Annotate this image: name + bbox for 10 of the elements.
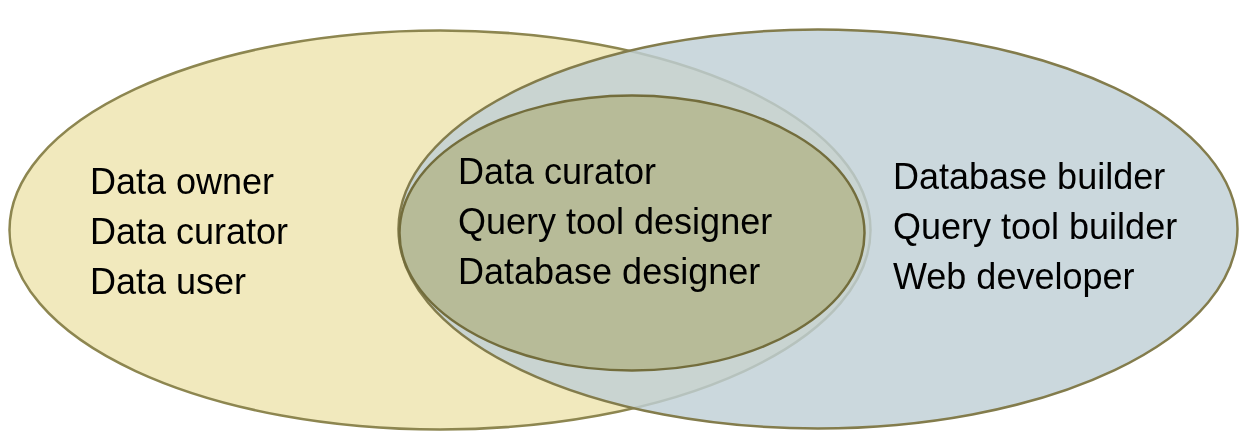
- venn-ellipse: [398, 94, 866, 372]
- role-label: Database designer: [458, 250, 762, 294]
- role-label: Data user: [90, 260, 248, 304]
- role-label: Query tool designer: [458, 200, 773, 244]
- role-label: Query tool builder: [893, 205, 1178, 249]
- role-label: Data curator: [458, 150, 658, 194]
- role-label: Database builder: [893, 155, 1167, 199]
- role-label: Data owner: [90, 160, 276, 204]
- role-label: Data curator: [90, 210, 289, 254]
- role-label: Web developer: [893, 255, 1136, 299]
